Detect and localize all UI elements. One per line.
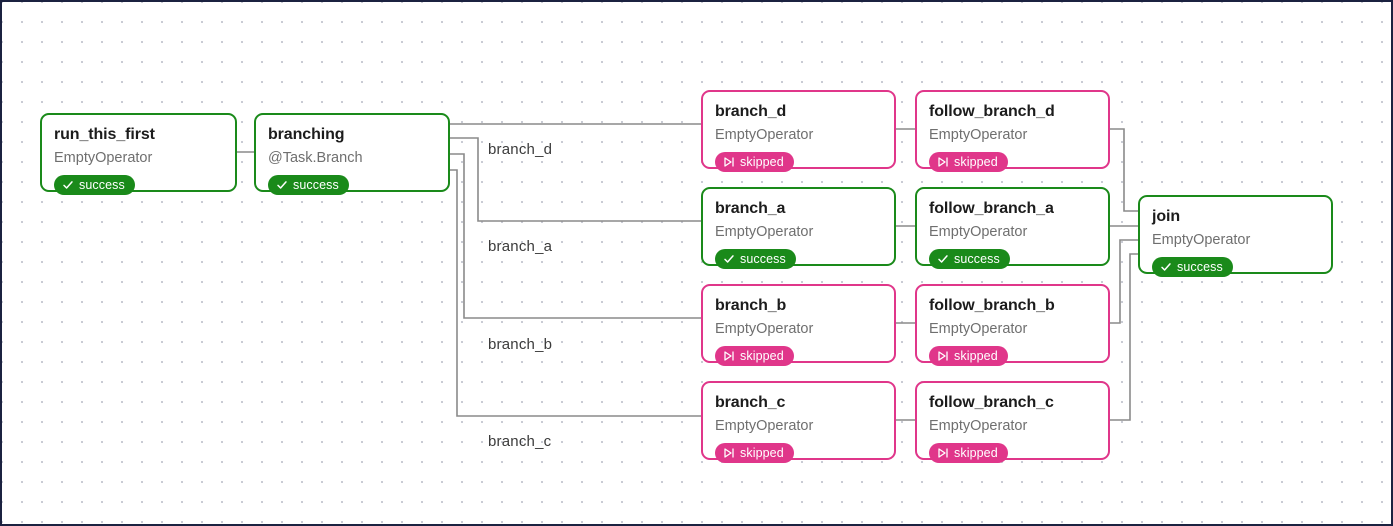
edge-label: branch_b (488, 336, 553, 353)
task-node-operator-type: @Task.Branch (268, 150, 363, 166)
task-state-badge[interactable]: success (929, 249, 1010, 269)
task-state-badge[interactable]: success (54, 175, 135, 195)
edge-label: branch_c (488, 433, 552, 450)
task-state-label: success (954, 252, 1000, 266)
task-state-badge[interactable]: skipped (715, 152, 794, 172)
edge-label: branch_d (488, 141, 553, 158)
task-state-badge[interactable]: skipped (715, 443, 794, 463)
check-icon (62, 179, 74, 191)
edge-label: branch_a (488, 238, 553, 255)
task-node-operator-type: EmptyOperator (715, 224, 814, 240)
task-state-label: skipped (740, 446, 784, 460)
task-node-operator-type: EmptyOperator (929, 418, 1028, 434)
task-node-operator-type: EmptyOperator (929, 321, 1028, 337)
task-state-label: success (740, 252, 786, 266)
task-node-title: follow_branch_d (929, 103, 1055, 120)
skip-forward-icon (723, 447, 735, 459)
task-node-title: branch_b (715, 297, 787, 314)
graph-edge (1109, 128, 1139, 212)
task-node-title: branch_a (715, 200, 786, 217)
task-state-label: success (293, 178, 339, 192)
task-node-branching[interactable]: branching @Task.Branch success (254, 113, 450, 195)
task-node-title: branch_c (715, 394, 786, 411)
task-node-operator-type: EmptyOperator (715, 418, 814, 434)
task-state-label: skipped (954, 155, 998, 169)
task-node-title: join (1152, 208, 1181, 225)
check-icon (723, 253, 735, 265)
task-node-operator-type: EmptyOperator (715, 127, 814, 143)
task-node-operator-type: EmptyOperator (929, 224, 1028, 240)
check-icon (937, 253, 949, 265)
skip-forward-icon (937, 447, 949, 459)
task-state-label: success (1177, 260, 1223, 274)
skip-forward-icon (937, 156, 949, 168)
task-state-label: skipped (740, 349, 784, 363)
task-node-title: run_this_first (54, 126, 155, 143)
task-state-badge[interactable]: skipped (929, 152, 1008, 172)
task-state-badge[interactable]: success (1152, 257, 1233, 277)
task-node-operator-type: EmptyOperator (54, 150, 153, 166)
graph-edge (1109, 239, 1139, 324)
task-node-title: follow_branch_c (929, 394, 1054, 411)
task-node-title: follow_branch_b (929, 297, 1055, 314)
skip-forward-icon (723, 350, 735, 362)
check-icon (1160, 261, 1172, 273)
skip-forward-icon (723, 156, 735, 168)
check-icon (276, 179, 288, 191)
task-state-badge[interactable]: skipped (929, 346, 1008, 366)
graph-edge (449, 153, 702, 319)
task-state-label: skipped (954, 446, 998, 460)
graph-edge (449, 169, 702, 417)
skip-forward-icon (937, 350, 949, 362)
task-node-operator-type: EmptyOperator (1152, 232, 1251, 248)
task-state-label: skipped (954, 349, 998, 363)
task-state-badge[interactable]: skipped (715, 346, 794, 366)
task-node-operator-type: EmptyOperator (929, 127, 1028, 143)
task-state-badge[interactable]: skipped (929, 443, 1008, 463)
task-node-title: follow_branch_a (929, 200, 1054, 217)
task-node-operator-type: EmptyOperator (715, 321, 814, 337)
task-state-label: success (79, 178, 125, 192)
task-node-title: branch_d (715, 103, 787, 120)
graph-edge (1109, 253, 1139, 421)
task-state-badge[interactable]: success (268, 175, 349, 195)
task-state-label: skipped (740, 155, 784, 169)
task-state-badge[interactable]: success (715, 249, 796, 269)
task-node-title: branching (268, 126, 345, 143)
